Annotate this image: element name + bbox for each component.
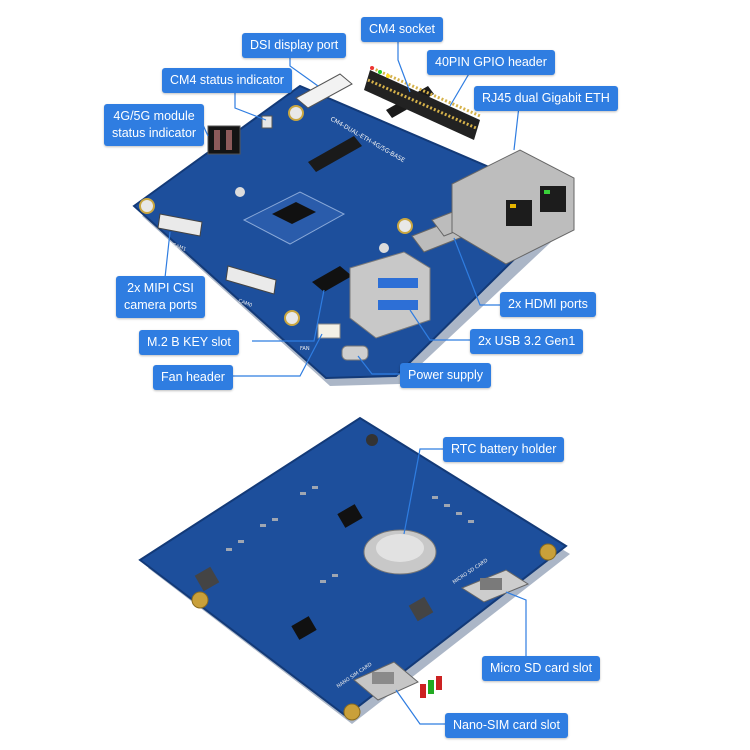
main-processor-chip — [272, 202, 316, 224]
usb-3-ports — [349, 251, 431, 339]
board-back: MICRO SD CARD NANO SIM CARD — [138, 416, 570, 724]
label-m2-slot: M.2 B KEY slot — [139, 330, 239, 355]
label-micro-sd-slot: Micro SD card slot — [482, 656, 601, 681]
fan-silk: FAN — [300, 346, 310, 352]
csi-connector-cam1 — [157, 213, 203, 237]
label-gpio-header: 40PIN GPIO header — [427, 50, 555, 75]
dsi-connector — [295, 73, 353, 109]
status-leds-back — [420, 676, 442, 698]
usb-c-power — [341, 345, 369, 361]
chip-back-2 — [291, 616, 317, 640]
nano-sim-slot — [353, 661, 419, 701]
pcb-back — [138, 416, 568, 718]
leader-lines — [154, 37, 531, 725]
label-module-status-indicator: 4G/5G module status indicator — [104, 104, 205, 146]
label-rtc-battery: RTC battery holder — [443, 437, 565, 462]
module-status-led-block — [207, 125, 241, 155]
board-front: CM4-DUAL-ETH-4G/5G-BASE CAM1 CAM0 FAN — [132, 66, 575, 386]
cam0-silk: CAM0 — [237, 298, 253, 309]
label-cm4-status-indicator: CM4 status indicator — [162, 68, 292, 93]
label-nano-sim-slot: Nano-SIM card slot — [445, 713, 568, 738]
rtc-battery-holder — [363, 529, 437, 575]
label-cm4-socket: CM4 socket — [361, 17, 443, 42]
micro-sd-slot — [460, 569, 530, 603]
chip-back-4 — [408, 596, 434, 622]
chip-back-1 — [337, 504, 363, 528]
label-usb-ports: 2x USB 3.2 Gen1 — [470, 329, 584, 354]
label-fan-header: Fan header — [153, 365, 233, 390]
label-rj45-eth: RJ45 dual Gigabit ETH — [474, 86, 618, 111]
rj45-ports — [451, 149, 575, 265]
label-dsi-display-port: DSI display port — [242, 33, 347, 58]
label-hdmi-ports: 2x HDMI ports — [500, 292, 596, 317]
gpio-header — [364, 66, 481, 140]
label-mipi-csi: 2x MIPI CSI camera ports — [116, 276, 205, 318]
cm4-socket-b — [308, 136, 362, 172]
chip-back-3 — [194, 566, 220, 592]
fan-header — [317, 323, 341, 339]
m2-slot — [312, 266, 352, 292]
cm4-status-led — [261, 115, 273, 129]
brass-standoffs — [191, 434, 557, 721]
cam1-silk: CAM1 — [171, 242, 187, 253]
csi-connector-cam0 — [225, 265, 277, 295]
label-power-supply: Power supply — [400, 363, 492, 388]
